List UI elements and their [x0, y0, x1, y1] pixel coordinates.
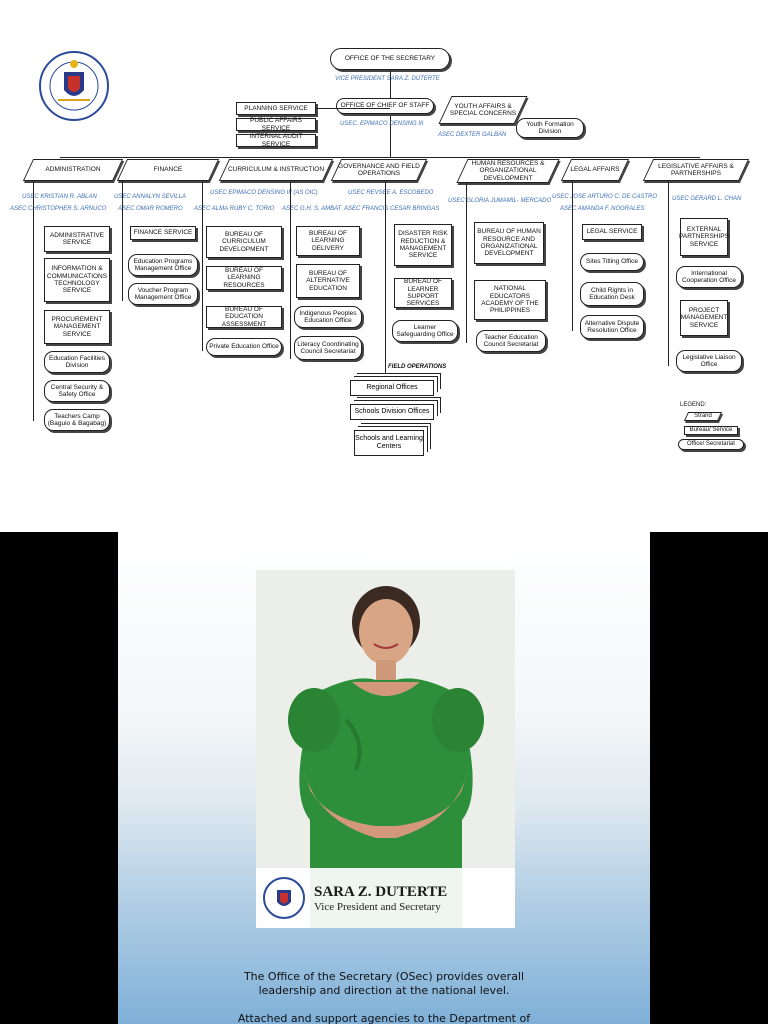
official: USEC ANNALYN SEVILLA: [114, 194, 186, 200]
unit-office: Teachers Camp (Baguio & Bagabag): [44, 409, 110, 431]
strand-administration: ADMINISTRATION: [22, 159, 124, 181]
unit-office: Teacher Education Council Secretariat: [476, 330, 546, 352]
strand-governance: GOVERNANCE AND FIELD OPERATIONS: [330, 159, 428, 181]
unit-office: Indigenous Peoples Education Office: [294, 306, 362, 328]
unit-box: EXTERNAL PARTNERSHIPS SERVICE: [679, 218, 729, 256]
field-operations-label: FIELD OPERATIONS: [388, 364, 447, 370]
public-affairs-service: PUBLIC AFFAIRS SERVICE: [236, 117, 316, 132]
unit-office: Private Education Office: [206, 338, 282, 356]
official: USEC JOSE ARTURO C. DE CASTRO: [552, 194, 658, 200]
official: ASEC ALMA RUBY C. TORIO: [194, 206, 275, 212]
unit-box: BUREAU OF LEARNING DELIVERY: [296, 226, 360, 256]
unit-box: INFORMATION & COMMUNICATIONS TECHNOLOGY …: [44, 258, 110, 302]
strand-finance: FINANCE: [116, 159, 220, 181]
regional-offices: Regional Offices: [350, 380, 434, 396]
unit-box: NATIONAL EDUCATORS ACADEMY OF THE PHILIP…: [474, 280, 546, 320]
unit-box: BUREAU OF HUMAN RESOURCE AND ORGANIZATIO…: [474, 222, 544, 264]
unit-office: Education Programs Management Office: [128, 254, 198, 276]
office-of-chief-of-staff: OFFICE OF CHIEF OF STAFF: [336, 98, 434, 114]
unit-office: Voucher Program Management Office: [128, 283, 198, 305]
unit-box: BUREAU OF EDUCATION ASSESSMENT: [206, 306, 282, 328]
official: ASEC FRANCIS CESAR BRINGAS: [344, 206, 440, 212]
legend-title: LEGEND:: [680, 402, 707, 408]
unit-office: Alternative Dispute Resolution Office: [580, 315, 644, 339]
planning-service: PLANNING SERVICE: [236, 102, 316, 115]
portrait-name: SARA Z. DUTERTE: [314, 883, 448, 900]
unit-box: LEGAL SERVICE: [582, 224, 642, 240]
photo-section: SARA Z. DUTERTE Vice President and Secre…: [0, 532, 768, 1025]
deped-seal-logo: [39, 51, 109, 121]
unit-office: Literacy Coordinating Council Secretaria…: [294, 336, 362, 360]
unit-office: International Cooperation Office: [676, 266, 742, 288]
unit-box: FINANCE SERVICE: [130, 226, 196, 240]
deped-seal-small-icon: [263, 877, 305, 919]
unit-box: PROCUREMENT MANAGEMENT SERVICE: [44, 310, 110, 344]
office-of-the-secretary: OFFICE OF THE SECRETARY: [330, 48, 450, 70]
description-line: The Office of the Secretary (OSec) provi…: [243, 970, 525, 983]
official: USEC EPIMACO DENSING III (as OIC): [210, 190, 318, 196]
internal-audit-service: INTERNAL AUDIT SERVICE: [236, 133, 316, 148]
official: USEC REVSEE A. ESCOBEDO: [348, 190, 434, 196]
strand-curriculum: CURRICULUM & INSTRUCTION: [218, 159, 334, 181]
unit-office: Central Security & Safety Office: [44, 380, 110, 402]
official: ASEC CHRISTOPHER S. ARNUCO: [10, 206, 107, 212]
unit-box: BUREAU OF LEARNER SUPPORT SERVICES: [394, 278, 452, 308]
strand-legislative: LEGISLATIVE AFFAIRS & PARTNERSHIPS: [642, 159, 750, 181]
legend-office: Office/ Secretariat: [678, 439, 744, 450]
legend-strand: Strand: [683, 412, 723, 421]
unit-box: ADMINISTRATIVE SERVICE: [44, 226, 110, 252]
legend-bureau: Bureau/ Service: [684, 426, 738, 435]
unit-office: Sites Titling Office: [580, 253, 644, 271]
official: ASEC G.H. S. AMBAT: [282, 206, 342, 212]
org-chart: OFFICE OF THE SECRETARY VICE PRESIDENT S…: [10, 48, 750, 456]
sky-background: SARA Z. DUTERTE Vice President and Secre…: [118, 532, 650, 1025]
schools-and-learning-centers: Schools and Learning Centers: [354, 430, 424, 456]
official: USEC GLORIA JUMAMIL- MERCADO: [448, 198, 552, 204]
unit-office: Legislative Liaison Office: [676, 350, 742, 372]
unit-office: Learner Safeguarding Office: [392, 320, 458, 342]
official: USEC KRISTIAN R. ABLAN: [22, 194, 97, 200]
youth-affairs-strand: YOUTH AFFAIRS & SPECIAL CONCERNS: [438, 96, 528, 124]
unit-box: BUREAU OF ALTERNATIVE EDUCATION: [296, 264, 360, 298]
youth-affairs-asec: ASEC DEXTER GALBAN: [438, 132, 507, 138]
description-line: leadership and direction at the national…: [258, 984, 510, 997]
strand-hrod: HUMAN RESOURCES & ORGANIZATIONAL DEVELOP…: [456, 159, 560, 183]
strand-legal: LEGAL AFFAIRS: [560, 159, 630, 181]
portrait-role: Vice President and Secretary: [314, 900, 441, 913]
description-line: Attached and support agencies to the Dep…: [237, 1012, 531, 1025]
schools-division-offices: Schools Division Offices: [350, 404, 434, 420]
portrait-photo: SARA Z. DUTERTE Vice President and Secre…: [256, 570, 515, 928]
official: ASEC AMANDA F. NOGRALES: [560, 206, 645, 212]
youth-formation-division: Youth Formation Division: [516, 118, 584, 138]
unit-office: Education Facilities Division: [44, 351, 110, 373]
secretary-name: VICE PRESIDENT SARA Z. DUTERTE: [335, 76, 440, 82]
unit-box: PROJECT MANAGEMENT SERVICE: [680, 300, 728, 336]
unit-box: BUREAU OF CURRICULUM DEVELOPMENT: [206, 226, 282, 258]
portrait-caption: SARA Z. DUTERTE Vice President and Secre…: [256, 868, 515, 928]
official: ASEC OMAR ROMERO: [118, 206, 183, 212]
unit-office: Child Rights in Education Desk: [580, 282, 644, 306]
official: USEC GERARD L. CHAN: [672, 196, 742, 202]
unit-box: DISASTER RISK REDUCTION & MANAGEMENT SER…: [394, 224, 452, 266]
chief-of-staff-name: USEC. EPIMACO DENSING III: [340, 121, 424, 127]
unit-box: BUREAU OF LEARNING RESOURCES: [206, 266, 282, 290]
